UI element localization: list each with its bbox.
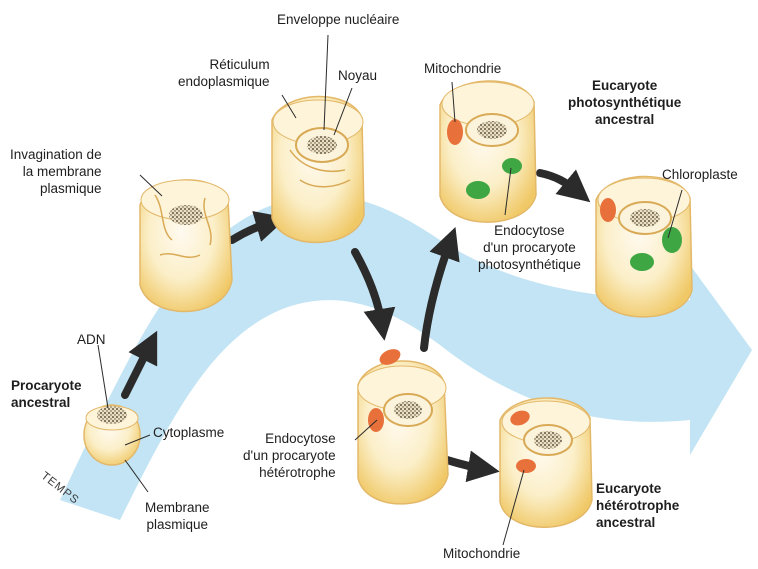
dna-mass — [534, 431, 562, 449]
cell-reticulum — [272, 96, 364, 242]
label-mitochondrie-bottom: Mitochondrie — [443, 545, 520, 562]
mitochondrion — [600, 198, 616, 222]
dna-mass — [307, 136, 337, 154]
label-line: hétérotrophe — [243, 464, 336, 481]
chloroplast — [466, 181, 490, 199]
arrow-endo-to-het — [447, 460, 484, 469]
label-line: photosynthétique — [478, 256, 581, 273]
cell-eucaryote-photo — [596, 176, 692, 316]
mitochondrion — [516, 459, 536, 473]
dna-mass — [97, 406, 127, 424]
label-line: Réticulum — [178, 56, 270, 73]
label-line: plasmique — [10, 180, 102, 197]
mitochondrion — [368, 408, 384, 432]
label-line: d'un procaryote — [243, 447, 336, 464]
label-line: la membrane — [10, 163, 102, 180]
chloroplast — [662, 227, 682, 253]
title-line: ancestral — [568, 111, 681, 128]
label-procaryote-ancestral: Procaryote ancestral — [11, 377, 82, 411]
label-line: d'un procaryote — [478, 239, 581, 256]
label-eucaryote-heterotrophe: Eucaryote hétérotrophe ancestral — [596, 480, 679, 531]
label-noyau: Noyau — [338, 67, 377, 84]
dna-mass — [630, 209, 660, 227]
label-endocytose-photo: Endocytose d'un procaryote photosynthéti… — [478, 222, 581, 273]
cell-procaryote — [84, 405, 140, 465]
label-reticulum: Réticulum endoplasmique — [178, 56, 270, 90]
label-enveloppe-nucleaire: Enveloppe nucléaire — [277, 11, 399, 28]
title-line: hétérotrophe — [596, 497, 679, 514]
label-chloroplaste: Chloroplaste — [662, 166, 738, 183]
cell-invagination — [140, 180, 232, 312]
title-line: ancestral — [11, 394, 82, 411]
chloroplast — [502, 158, 522, 174]
title-line: Eucaryote — [596, 480, 679, 497]
dna-mass — [169, 205, 203, 225]
label-eucaryote-photosynthetique: Eucaryote photosynthétique ancestral — [568, 77, 681, 128]
label-adn: ADN — [77, 331, 106, 348]
title-line: ancestral — [596, 514, 679, 531]
label-line: Membrane — [145, 499, 210, 516]
label-membrane-plasmique: Membrane plasmique — [145, 499, 210, 533]
label-line: Invagination de — [10, 146, 102, 163]
title-line: Procaryote — [11, 377, 82, 394]
arrow-photo-to-euc — [540, 173, 578, 192]
label-endocytose-hetero: Endocytose d'un procaryote hétérotrophe — [243, 430, 336, 481]
label-line: plasmique — [145, 516, 210, 533]
dna-mass — [477, 121, 507, 139]
label-line: endoplasmique — [178, 73, 270, 90]
label-cytoplasme: Cytoplasme — [153, 424, 224, 441]
title-line: Eucaryote — [568, 77, 681, 94]
dna-mass — [394, 401, 422, 419]
chloroplast — [630, 253, 654, 271]
label-line: Endocytose — [478, 222, 581, 239]
mitochondrion — [447, 119, 463, 145]
title-line: photosynthétique — [568, 94, 681, 111]
label-line: Endocytose — [243, 430, 336, 447]
label-invagination: Invagination de la membrane plasmique — [10, 146, 102, 197]
label-mitochondrie-top: Mitochondrie — [424, 60, 501, 77]
cell-endocytose-photo — [440, 81, 536, 222]
